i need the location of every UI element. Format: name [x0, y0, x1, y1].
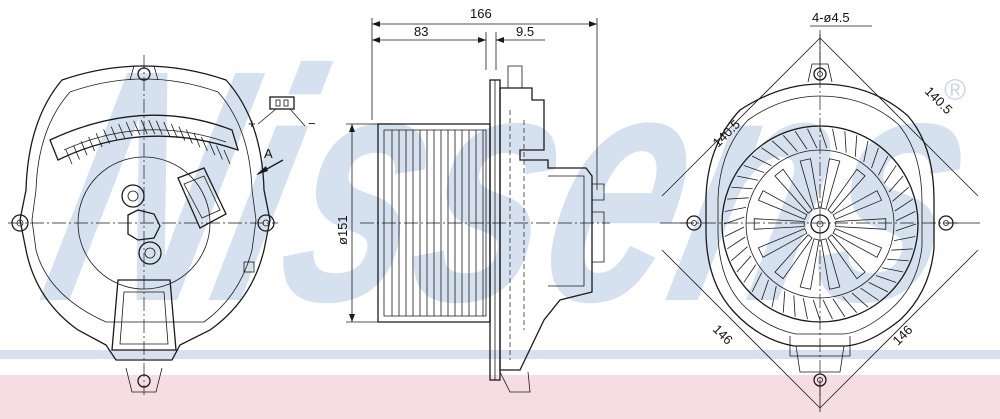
dim-overall-length: 166 [470, 6, 492, 21]
dim-fan-diameter: ø151 [335, 215, 350, 245]
pink-band [0, 375, 1000, 419]
brand-watermark: Nissens ® [18, 3, 1000, 371]
rear-view: 4-ø4.5 140.5 140.5 146 146 [660, 10, 980, 412]
registered-mark: ® [944, 74, 966, 107]
dim-mount-holes: 4-ø4.5 [812, 10, 850, 25]
minus-sign: − [308, 116, 316, 131]
watermark-text: Nissens [18, 3, 1000, 371]
view-arrow: A [256, 146, 284, 175]
plus-sign: + [248, 116, 256, 131]
connector-symbol: + − [248, 96, 316, 131]
front-view [8, 55, 278, 395]
side-view: 166 83 9.5 ø151 [335, 6, 610, 393]
view-arrow-label: A [264, 146, 273, 161]
dim-flange-offset: 9.5 [516, 24, 534, 39]
dim-fan-length: 83 [414, 24, 428, 39]
